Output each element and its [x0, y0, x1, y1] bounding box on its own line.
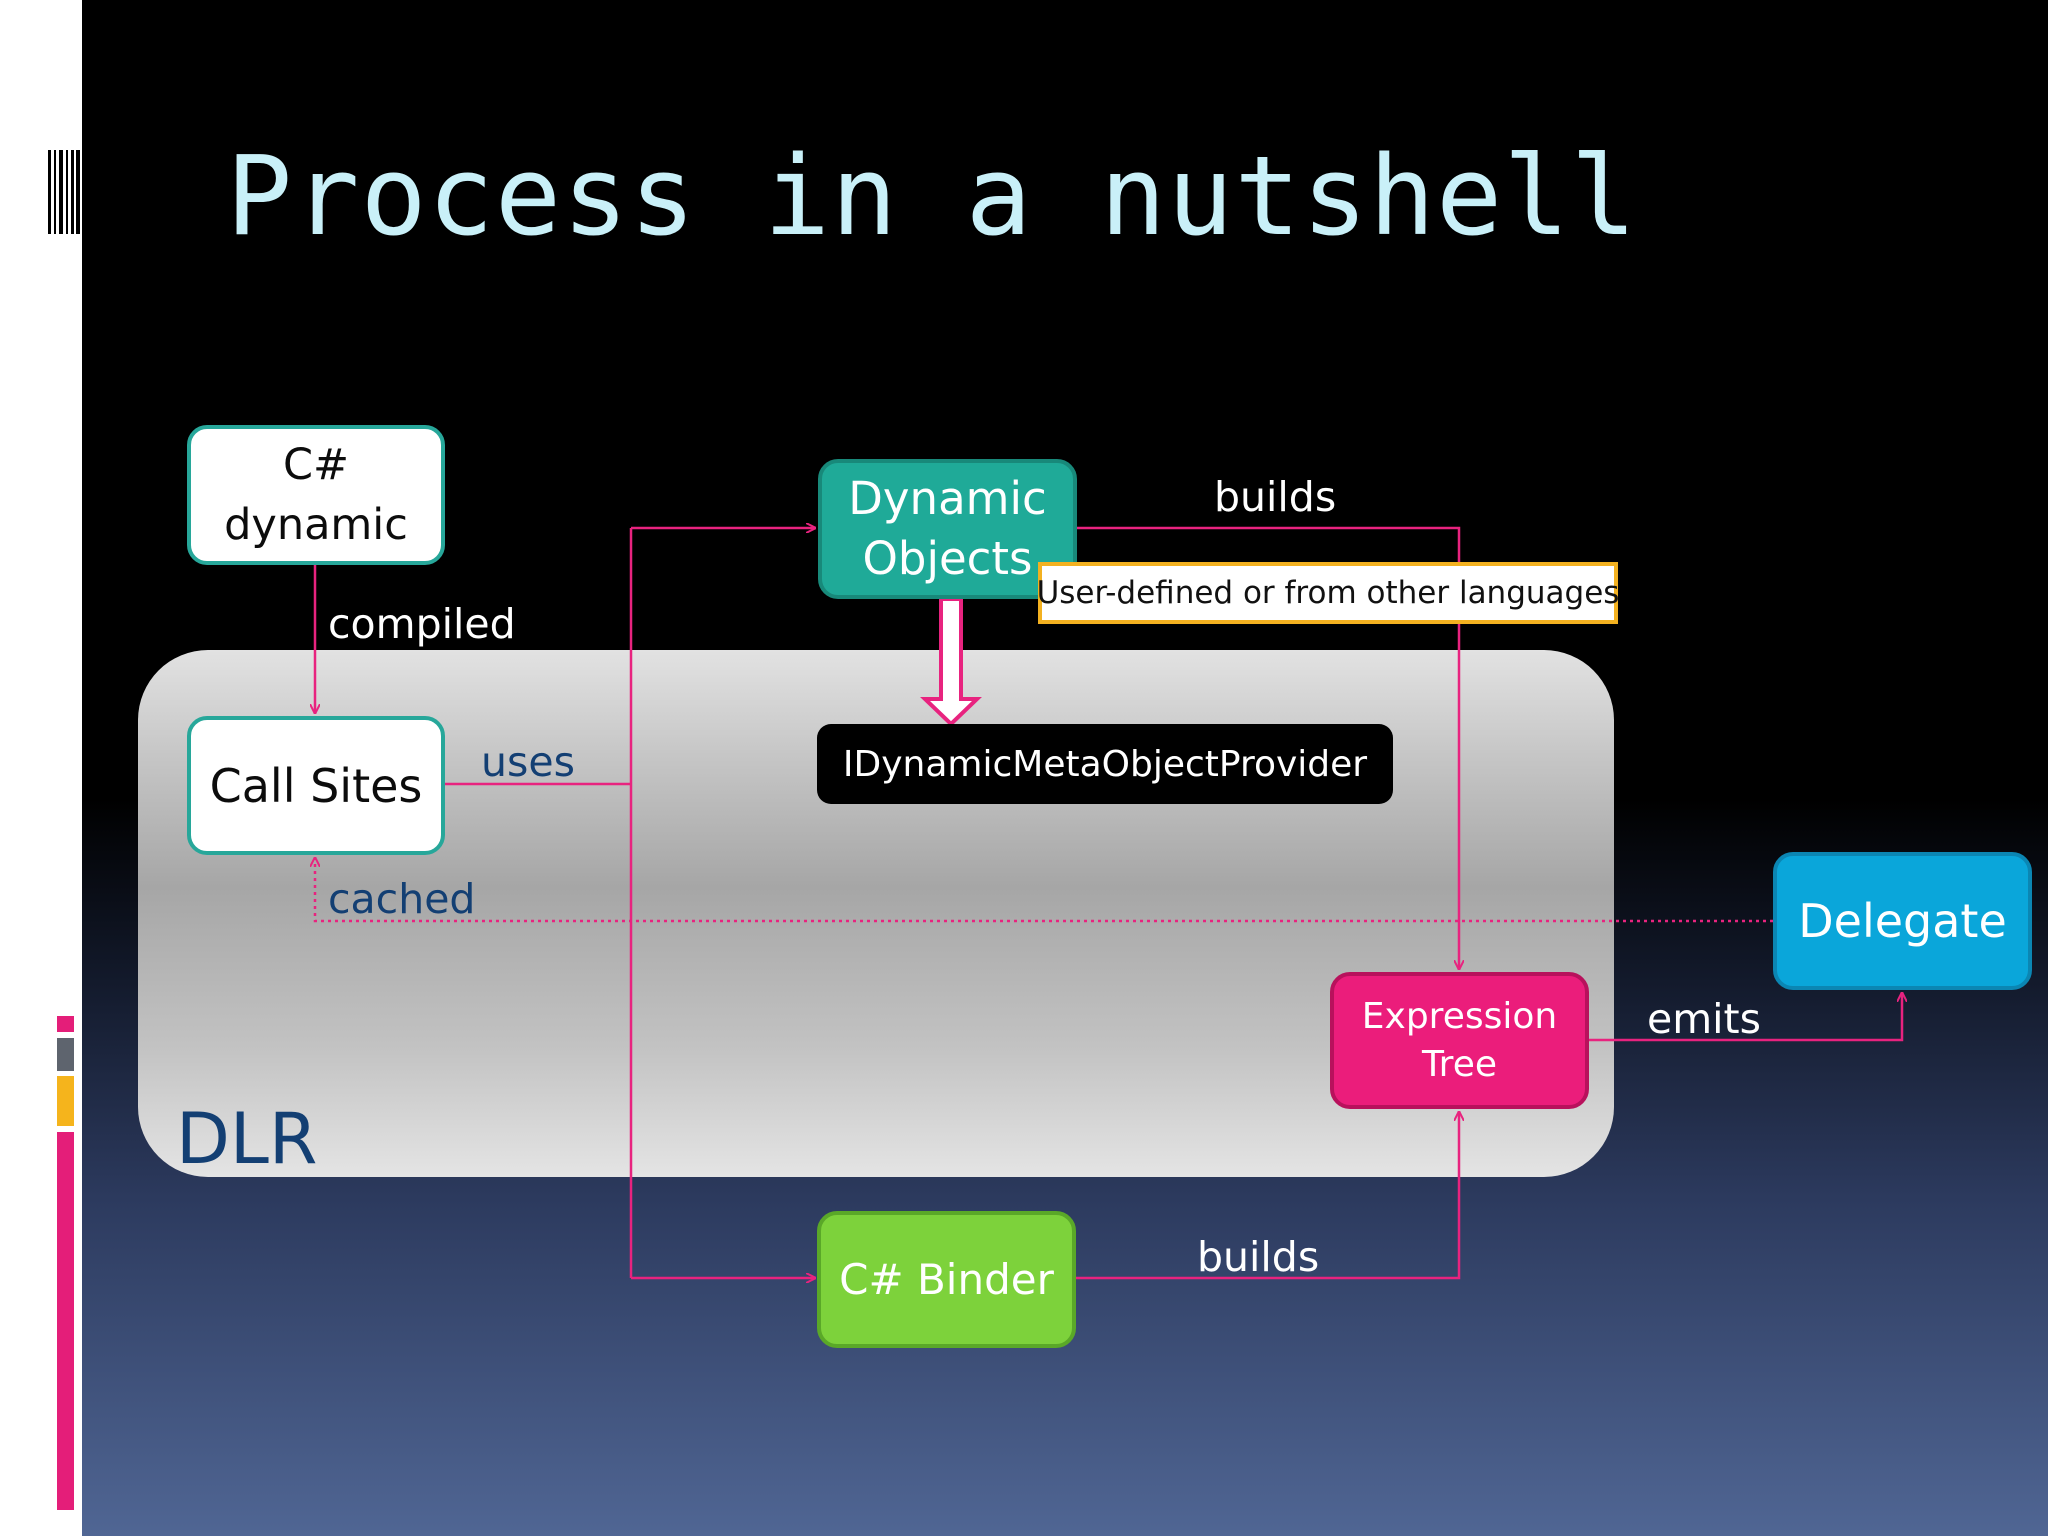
accent-bar-pink-top [57, 1016, 74, 1032]
csharp-dynamic-line2: dynamic [224, 500, 408, 550]
dynamic-objects-node: Dynamic Objects [818, 459, 1077, 599]
accent-bar-pink [57, 1132, 74, 1510]
dlr-label: DLR [176, 1098, 318, 1180]
accent-bar-yellow [57, 1076, 74, 1126]
barcode-decoration [48, 150, 80, 234]
slide-title: Process in a nutshell [226, 132, 1638, 260]
delegate-node: Delegate [1773, 852, 2032, 990]
edge-builds-bottom [1076, 1111, 1459, 1280]
dynamic-objects-line1: Dynamic [848, 472, 1047, 525]
implements-arrow [920, 597, 982, 727]
expression-tree-line2: Tree [1421, 1043, 1497, 1085]
csharp-binder-node: C# Binder [817, 1211, 1076, 1348]
expression-tree-node: Expression Tree [1330, 972, 1589, 1109]
accent-bar-gray [57, 1038, 74, 1071]
dynamic-objects-callout: User-defined or from other languages [1037, 562, 1619, 624]
csharp-dynamic-line1: C# [282, 440, 350, 490]
label-uses: uses [481, 738, 575, 786]
label-emits: emits [1647, 995, 1761, 1043]
label-builds-top: builds [1214, 473, 1337, 521]
idynamic-provider-node: IDynamicMetaObjectProvider [817, 724, 1393, 804]
label-builds-bottom: builds [1197, 1233, 1320, 1281]
label-cached: cached [328, 875, 476, 923]
edge-builds-top [1077, 526, 1459, 970]
call-sites-node: Call Sites [187, 716, 445, 855]
edge-cached [315, 857, 1773, 923]
expression-tree-line1: Expression [1361, 995, 1558, 1037]
dynamic-objects-line2: Objects [862, 532, 1033, 585]
edge-emits [1589, 992, 1902, 1042]
csharp-dynamic-node: C# dynamic [187, 425, 445, 565]
label-compiled: compiled [328, 600, 516, 648]
